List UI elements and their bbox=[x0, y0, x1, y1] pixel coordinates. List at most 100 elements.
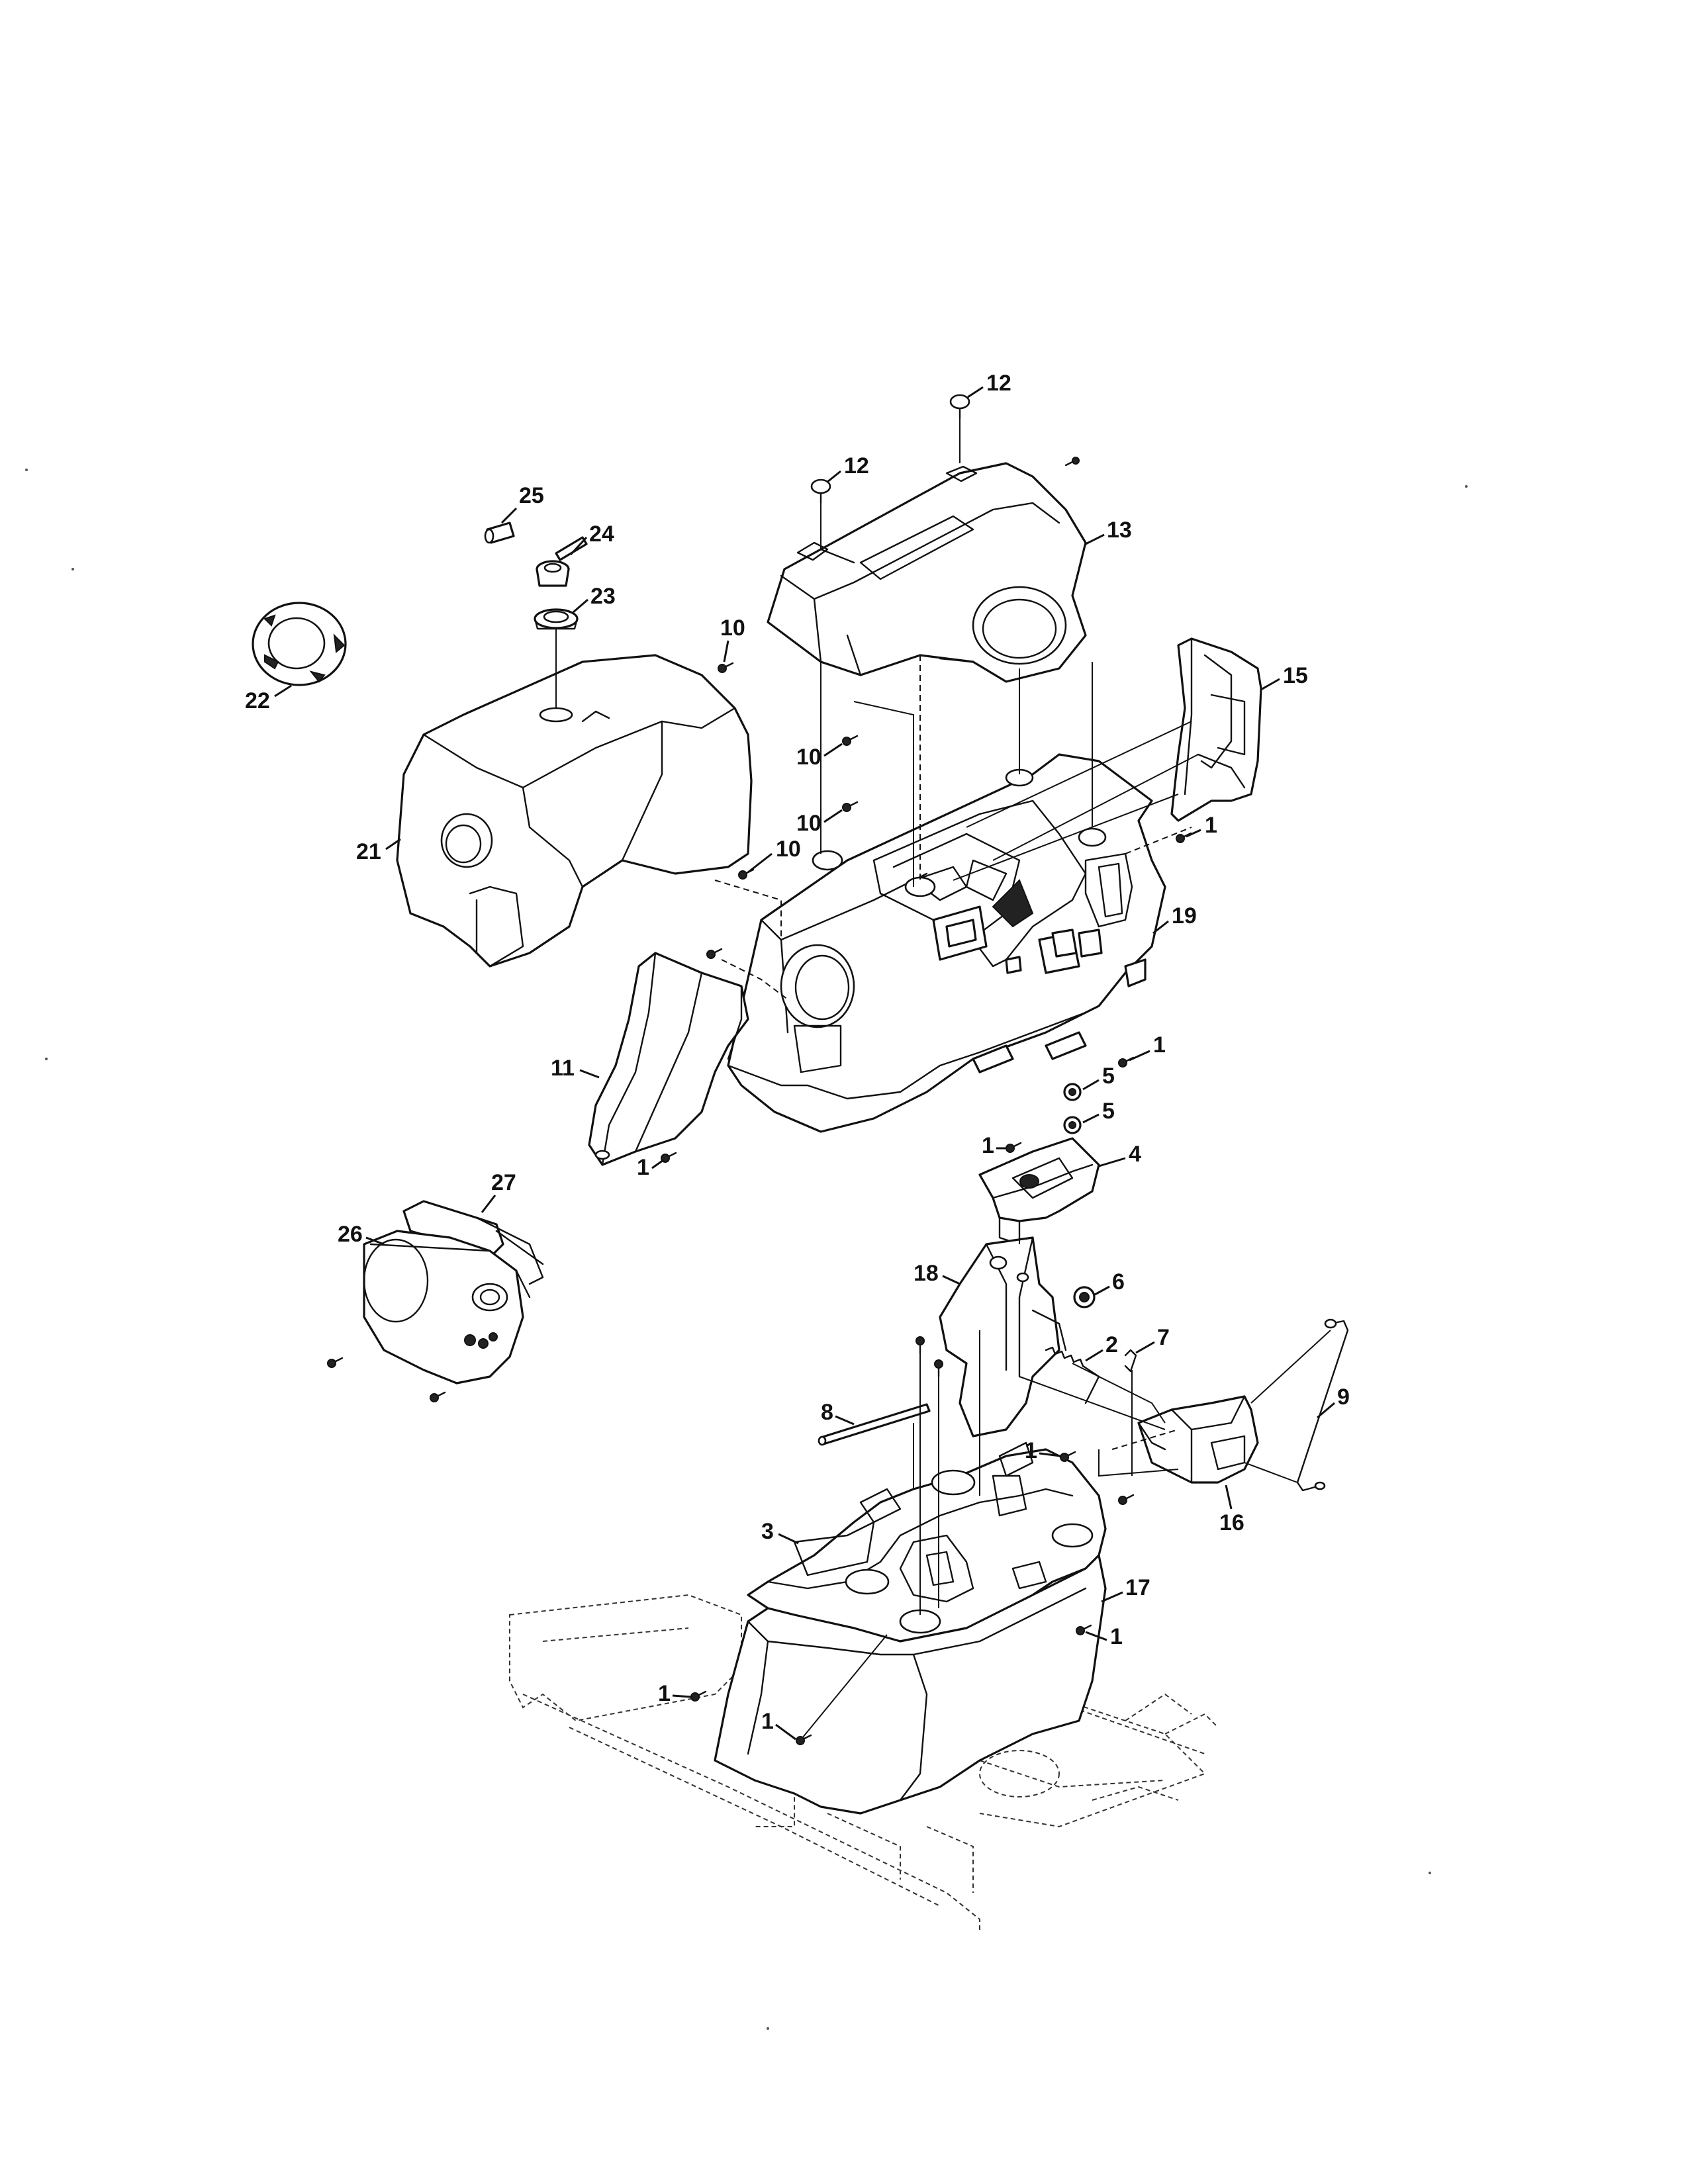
callout-part-7: 7 bbox=[1135, 1325, 1170, 1354]
callout-label: 1 bbox=[658, 1681, 671, 1706]
callout-part-2: 2 bbox=[1085, 1332, 1118, 1362]
callout-label: 10 bbox=[796, 745, 821, 770]
callout-label: 24 bbox=[589, 522, 614, 547]
callout-part-12: 12 bbox=[827, 453, 869, 483]
callout-label: 4 bbox=[1129, 1142, 1141, 1167]
callout-part-15: 15 bbox=[1260, 663, 1308, 691]
control-cable bbox=[1296, 1318, 1349, 1492]
callout-label: 12 bbox=[844, 453, 869, 478]
fuel-tank bbox=[396, 654, 753, 968]
left-side-panel bbox=[588, 952, 749, 1166]
callout-label: 10 bbox=[720, 615, 745, 641]
callout-label: 10 bbox=[796, 811, 821, 836]
callout-part-1: 1 bbox=[1085, 1624, 1123, 1649]
main-dash-panel bbox=[727, 753, 1166, 1133]
callout-part-5: 5 bbox=[1082, 1064, 1115, 1091]
upper-dash-cover bbox=[767, 462, 1087, 683]
canister-filter bbox=[363, 1230, 531, 1385]
canister-bracket bbox=[402, 1200, 544, 1285]
callout-label: 17 bbox=[1125, 1575, 1150, 1600]
callout-part-11: 11 bbox=[551, 1056, 600, 1081]
callout-part-10: 10 bbox=[720, 615, 745, 662]
shift-nut bbox=[1073, 1286, 1096, 1308]
lower-console-front bbox=[714, 1554, 1107, 1815]
callout-label: 21 bbox=[356, 839, 381, 864]
callout-part-1: 1 bbox=[1025, 1438, 1061, 1463]
callout-label: 15 bbox=[1283, 663, 1308, 688]
nut-upper bbox=[1063, 1083, 1082, 1101]
callout-part-8: 8 bbox=[821, 1400, 855, 1426]
fuel-gauge-ring bbox=[252, 602, 347, 686]
callout-label: 1 bbox=[761, 1709, 774, 1734]
callout-part-5: 5 bbox=[1082, 1099, 1115, 1124]
callout-part-1: 1 bbox=[637, 1155, 664, 1180]
callout-part-19: 19 bbox=[1152, 903, 1197, 934]
callout-part-10: 10 bbox=[796, 743, 843, 770]
callout-part-9: 9 bbox=[1317, 1385, 1350, 1419]
callout-label: 1 bbox=[637, 1155, 649, 1180]
callout-label: 19 bbox=[1172, 903, 1197, 929]
callout-label: 18 bbox=[914, 1261, 939, 1286]
callout-label: 2 bbox=[1105, 1332, 1118, 1357]
callout-label: 13 bbox=[1107, 518, 1132, 543]
mounting-bracket bbox=[939, 1236, 1067, 1437]
callout-label: 25 bbox=[519, 483, 544, 508]
callout-part-3: 3 bbox=[761, 1519, 799, 1545]
right-side-panel bbox=[1170, 637, 1262, 822]
callout-label: 1 bbox=[982, 1133, 994, 1158]
callout-part-1: 1 bbox=[1186, 813, 1217, 838]
callout-label: 3 bbox=[761, 1519, 774, 1544]
callout-label: 26 bbox=[338, 1222, 363, 1247]
callout-part-26: 26 bbox=[338, 1222, 385, 1247]
callout-label: 1 bbox=[1025, 1438, 1037, 1463]
callout-label: 5 bbox=[1102, 1099, 1115, 1124]
bolt-fastener bbox=[327, 457, 1192, 1745]
scan-specks bbox=[25, 469, 1468, 2030]
callout-part-12: 12 bbox=[967, 371, 1011, 398]
callout-part-24: 24 bbox=[569, 522, 614, 556]
push-pin-upper bbox=[949, 394, 970, 420]
callout-label: 7 bbox=[1157, 1325, 1170, 1350]
callout-part-17: 17 bbox=[1101, 1575, 1150, 1603]
throttle-bezel bbox=[978, 1137, 1100, 1246]
assembly-guide-lines bbox=[555, 417, 1331, 1615]
callout-label: 27 bbox=[491, 1170, 516, 1195]
fuel-gauge-body bbox=[536, 536, 588, 587]
callout-label: 11 bbox=[551, 1056, 575, 1081]
callout-part-18: 18 bbox=[914, 1261, 961, 1286]
callout-part-4: 4 bbox=[1098, 1142, 1141, 1167]
callout-part-6: 6 bbox=[1094, 1269, 1125, 1296]
push-pin-lower bbox=[810, 478, 831, 504]
pivot-rod bbox=[818, 1403, 931, 1446]
callout-label: 22 bbox=[245, 688, 270, 713]
callout-label: 9 bbox=[1337, 1385, 1350, 1410]
callout-part-27: 27 bbox=[481, 1170, 516, 1213]
callout-label: 10 bbox=[776, 837, 801, 862]
nut-lower bbox=[1063, 1116, 1082, 1134]
callout-label: 1 bbox=[1205, 813, 1217, 838]
callout-label: 1 bbox=[1110, 1624, 1123, 1649]
callout-part-16: 16 bbox=[1219, 1484, 1244, 1535]
callout-part-21: 21 bbox=[356, 838, 401, 864]
callout-part-13: 13 bbox=[1085, 518, 1132, 545]
frame-outline bbox=[509, 1594, 1219, 1933]
fuel-gauge-cap bbox=[484, 522, 515, 544]
callout-part-25: 25 bbox=[500, 483, 544, 524]
callout-part-10: 10 bbox=[747, 837, 801, 874]
callout-label: 12 bbox=[986, 371, 1011, 396]
retaining-clip bbox=[1124, 1349, 1137, 1373]
callout-part-1: 1 bbox=[658, 1681, 692, 1706]
callout-label: 16 bbox=[1219, 1510, 1244, 1535]
callout-part-1: 1 bbox=[761, 1709, 796, 1741]
fuel-gauge-grommet bbox=[534, 608, 579, 630]
callout-part-22: 22 bbox=[245, 684, 292, 713]
callout-label: 23 bbox=[590, 584, 616, 609]
callout-label: 8 bbox=[821, 1400, 833, 1425]
callout-part-1: 1 bbox=[982, 1133, 1006, 1158]
callout-part-23: 23 bbox=[573, 584, 616, 614]
callout-part-10: 10 bbox=[796, 809, 843, 836]
lever-handle bbox=[1137, 1395, 1259, 1484]
callout-label: 6 bbox=[1112, 1269, 1125, 1295]
callout-part-1: 1 bbox=[1129, 1032, 1166, 1062]
